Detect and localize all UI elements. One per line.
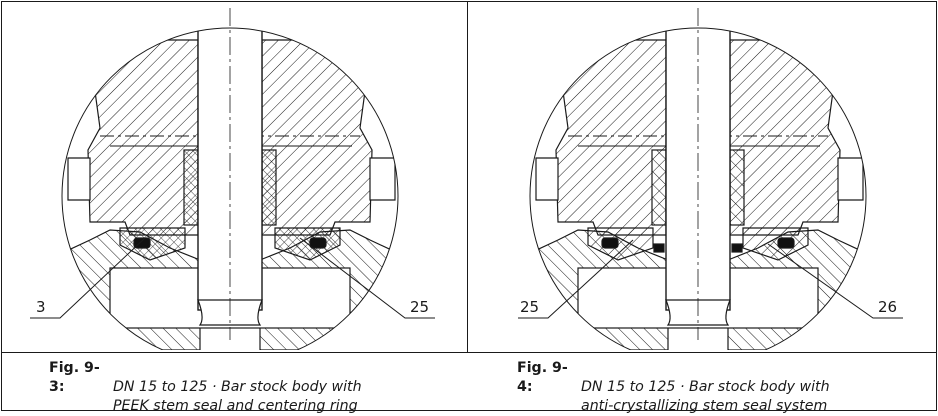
- valve-section-drawing-fig-9-3: [30, 8, 435, 350]
- callout-3: 3: [36, 298, 46, 316]
- leader-line-3: [30, 237, 146, 319]
- anti-crystallizing-seal-right: [731, 243, 743, 253]
- leader-line-26: [767, 243, 903, 319]
- caption-line-2: PEEK stem seal and centering ring: [113, 398, 358, 414]
- seal-left: [601, 237, 619, 249]
- leader-line-25: [299, 237, 435, 319]
- panel-divider: [467, 2, 468, 352]
- anti-crystallizing-seal-left: [653, 243, 665, 253]
- flange-right: [837, 157, 864, 201]
- caption-line-1: DN 15 to 125 · Bar stock body with: [113, 379, 362, 395]
- caption-line-1: DN 15 to 125 · Bar stock body with: [581, 379, 830, 395]
- seal-left: [133, 237, 151, 249]
- seal-right: [777, 237, 795, 249]
- stem-packing-right: [261, 149, 277, 226]
- stem-bushing-left: [651, 149, 667, 226]
- bonnet-right-half: [729, 39, 841, 236]
- flange-right: [369, 157, 396, 201]
- centering-ring-left: [119, 227, 186, 261]
- stem-bushing-right: [729, 149, 745, 226]
- bonnet-left-half: [87, 39, 199, 236]
- seat-ring-left: [587, 227, 654, 261]
- callout-26: 26: [878, 298, 898, 316]
- bonnet-right-half: [261, 39, 373, 236]
- stem-packing-left: [183, 149, 199, 226]
- caption-line-2: anti-crystallizing stem seal system: [581, 398, 828, 414]
- caption-divider: [2, 352, 936, 353]
- callout-25: 25: [410, 298, 430, 316]
- flange-left: [67, 157, 91, 201]
- seal-right: [309, 237, 327, 249]
- seat-ring-right: [742, 227, 809, 261]
- valve-section-drawing-fig-9-4: [518, 8, 903, 350]
- leader-line-25: [518, 239, 634, 319]
- callout-25: 25: [520, 298, 540, 316]
- figure-caption-9-4: Fig. 9-4: DN 15 to 125 · Bar stock body w…: [517, 359, 830, 416]
- figure-number: Fig. 9-3:: [49, 360, 100, 395]
- bonnet-left-half: [555, 39, 667, 236]
- flange-left: [535, 157, 559, 201]
- figure-caption-9-3: Fig. 9-3: DN 15 to 125 · Bar stock body w…: [49, 359, 362, 416]
- figure-number: Fig. 9-4:: [517, 360, 568, 395]
